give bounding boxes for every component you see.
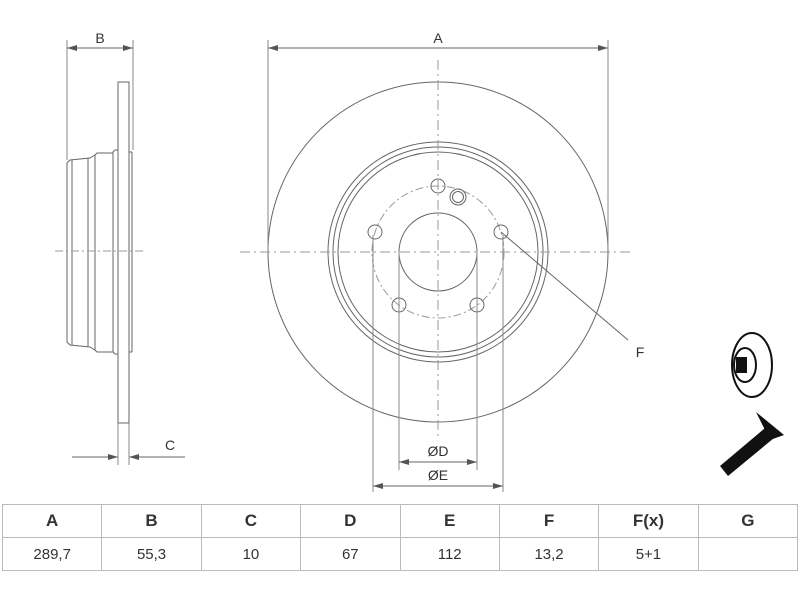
table-header-row: A B C D E F F(x) G xyxy=(1,504,799,538)
header-cell: E xyxy=(399,504,500,538)
header-cell: A xyxy=(1,504,103,538)
dimension-label-c: C xyxy=(165,437,175,453)
value-cell: 55,3 xyxy=(101,537,202,571)
value-cell: 5+1 xyxy=(598,537,699,571)
value-cell: 67 xyxy=(300,537,401,571)
technical-drawing: B C A ØD ØE F xyxy=(55,30,784,492)
dimensions-table: A B C D E F F(x) G 289,7 55,3 10 67 112 … xyxy=(1,504,799,571)
value-cell xyxy=(697,537,799,571)
dimension-label-a: A xyxy=(433,30,443,46)
dimension-label-e: ØE xyxy=(428,467,448,483)
header-cell: D xyxy=(300,504,401,538)
front-view xyxy=(240,40,630,492)
screw-icon xyxy=(720,412,784,476)
side-view xyxy=(55,40,185,465)
value-cell: 112 xyxy=(399,537,500,571)
table-row: 289,7 55,3 10 67 112 13,2 5+1 xyxy=(1,537,799,571)
dimension-label-b: B xyxy=(95,30,104,46)
header-cell: G xyxy=(697,504,799,538)
header-cell: F xyxy=(498,504,600,538)
value-cell: 13,2 xyxy=(498,537,600,571)
header-cell: B xyxy=(101,504,202,538)
header-cell: C xyxy=(200,504,302,538)
dimension-label-d: ØD xyxy=(428,443,449,459)
header-cell: F(x) xyxy=(598,504,699,538)
value-cell: 289,7 xyxy=(1,537,103,571)
dimension-label-f: F xyxy=(636,344,645,360)
value-cell: 10 xyxy=(200,537,302,571)
brake-disc-icon xyxy=(731,332,773,398)
